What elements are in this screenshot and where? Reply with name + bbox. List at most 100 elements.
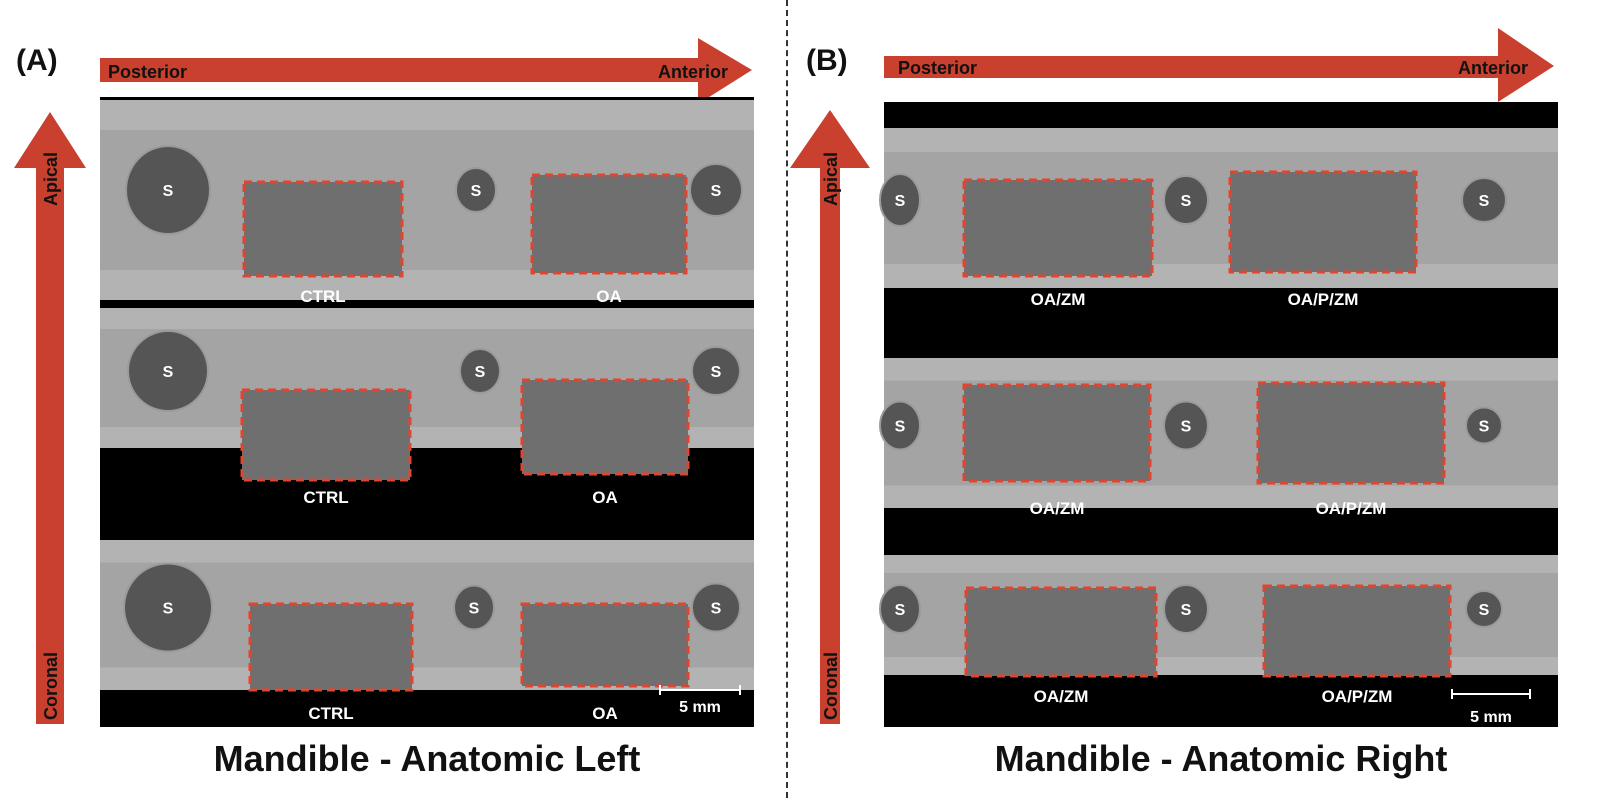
socket-label: S [163, 183, 174, 200]
socket [123, 562, 213, 653]
anterior-label: Anterior [658, 62, 728, 82]
socket-label: S [711, 601, 722, 618]
scale-bar-b: 5 mm [1451, 689, 1531, 726]
socket [879, 584, 921, 634]
posterior-label: Posterior [898, 58, 977, 78]
graft-region [964, 180, 1152, 276]
socket-label: S [1181, 193, 1192, 210]
socket-label: S [163, 601, 174, 618]
ct-section: S S S OA/ZM OA/P/ZM [879, 128, 1558, 309]
socket [453, 584, 495, 631]
posterior-label: Posterior [108, 62, 187, 82]
scale-bar-label: 5 mm [1470, 709, 1512, 726]
socket [1465, 590, 1503, 628]
roi-box [1228, 170, 1418, 274]
panel-a-caption: Mandible - Anatomic Left [213, 738, 641, 779]
socket-label: S [711, 364, 722, 381]
group-label: OA/P/ZM [1316, 499, 1387, 518]
group-label: CTRL [300, 287, 345, 306]
roi-box [962, 178, 1154, 278]
apical-label: Apical [821, 152, 841, 206]
group-label: OA [592, 704, 618, 723]
graft-region [966, 588, 1156, 676]
socket-label: S [895, 193, 906, 210]
anterior-label: Anterior [1458, 58, 1528, 78]
socket [1163, 175, 1209, 225]
panel-b-horizontal-arrow: Posterior Anterior [884, 28, 1554, 102]
ct-section: S S S CTRL OA [100, 540, 754, 723]
arrow-right-icon [884, 28, 1554, 102]
scale-bar-label: 5 mm [679, 699, 721, 716]
socket [691, 582, 741, 633]
graft-region [964, 385, 1150, 481]
graft-region [532, 175, 686, 273]
socket [455, 167, 497, 213]
group-label: OA/P/ZM [1322, 687, 1393, 706]
socket-label: S [1181, 602, 1192, 619]
roi-box [520, 378, 690, 476]
socket [1163, 584, 1209, 634]
coronal-label: Coronal [41, 652, 61, 720]
scale-bar-a: 5 mm [659, 685, 741, 716]
roi-box [1256, 381, 1446, 485]
graft-region [244, 182, 402, 276]
roi-box [964, 586, 1158, 678]
roi-box [1262, 584, 1452, 678]
arrow-up-icon [790, 110, 870, 724]
socket-label: S [163, 364, 174, 381]
socket-label: S [1181, 419, 1192, 436]
ct-section: S S S OA/ZM OA/P/ZM [879, 358, 1558, 518]
socket [1163, 400, 1209, 451]
coronal-label: Coronal [821, 652, 841, 720]
panel-b-letter: (B) [806, 44, 848, 77]
socket [691, 346, 741, 396]
socket-label: S [711, 183, 722, 200]
roi-box [962, 383, 1152, 483]
group-label: CTRL [308, 704, 353, 723]
panel-b: Posterior Anterior Apical Coronal S S S OA/… [790, 28, 1558, 727]
socket [1461, 177, 1507, 223]
roi-box [240, 388, 412, 482]
group-label: OA/ZM [1034, 687, 1089, 706]
group-label: OA [592, 488, 618, 507]
roi-box [530, 173, 688, 275]
socket-label: S [895, 419, 906, 436]
graft-region [1258, 383, 1444, 483]
socket-label: S [1479, 193, 1490, 210]
group-label: OA/ZM [1030, 499, 1085, 518]
roi-box [242, 180, 404, 278]
roi-box [520, 602, 690, 688]
roi-box [248, 602, 414, 692]
panel-a-letter: (A) [16, 44, 58, 77]
socket-label: S [471, 183, 482, 200]
group-label: OA/P/ZM [1288, 290, 1359, 309]
arrow-up-icon [14, 112, 86, 724]
graft-region [1264, 586, 1450, 676]
ct-section: S S S CTRL OA [100, 100, 754, 306]
socket [879, 173, 921, 227]
apical-label: Apical [41, 152, 61, 206]
panel-a: Posterior Anterior Apical Coronal S S S CTR… [14, 38, 754, 727]
panel-b-caption: Mandible - Anatomic Right [994, 738, 1448, 779]
arrow-right-icon [100, 38, 752, 104]
panel-a-vertical-arrow: Apical Coronal [14, 112, 86, 724]
graft-region [522, 380, 688, 474]
group-label: OA [596, 287, 622, 306]
socket-label: S [1479, 419, 1490, 436]
graft-region [242, 390, 410, 480]
panel-divider [786, 0, 788, 798]
graft-region [250, 604, 412, 690]
socket-label: S [469, 601, 480, 618]
socket [689, 163, 743, 217]
graft-region [522, 604, 688, 686]
socket [127, 330, 209, 412]
socket-label: S [475, 364, 486, 381]
socket-label: S [1479, 602, 1490, 619]
panel-a-horizontal-arrow: Posterior Anterior [100, 38, 752, 104]
group-label: OA/ZM [1031, 290, 1086, 309]
